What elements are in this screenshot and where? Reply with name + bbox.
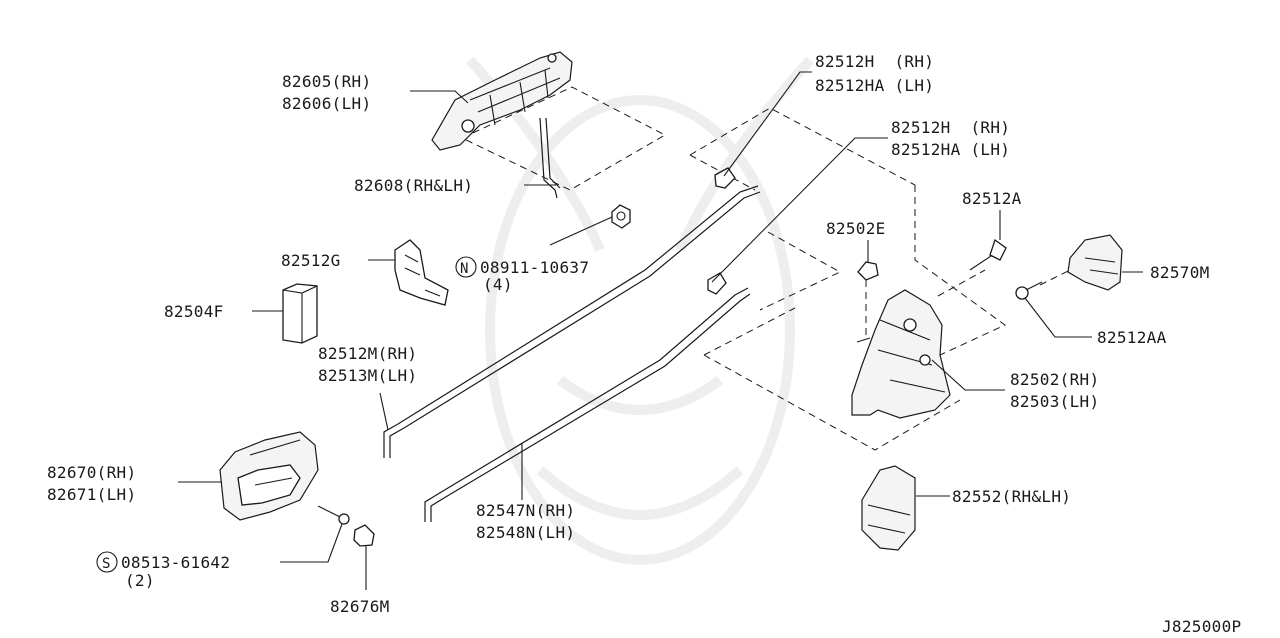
screw-symbol-icon: S — [96, 551, 118, 573]
svg-text:S: S — [102, 556, 111, 572]
label-actuator: 82552(RH&LH) — [952, 487, 1071, 506]
label-rod-clip-mid-lh: 82512HA (LH) — [891, 140, 1010, 159]
label-inner-handle-lh: 82671(LH) — [47, 485, 136, 504]
escutcheon — [353, 524, 375, 547]
label-rod-clip-upper-rh: 82512H (RH) — [815, 52, 934, 71]
label-nut-number: 08911-10637 — [480, 258, 589, 277]
diagram-code: J825000P — [1162, 617, 1241, 636]
label-striker-screw: 82512AA — [1097, 328, 1167, 347]
label-screw-qty: (2) — [125, 571, 155, 590]
label-rod-clip-upper-lh: 82512HA (LH) — [815, 76, 934, 95]
label-rod-m-lh: 82513M(LH) — [318, 366, 417, 385]
label-pad: 82504F — [164, 302, 224, 321]
leader-lines — [178, 71, 1143, 590]
label-rod-m-rh: 82512M(RH) — [318, 344, 417, 363]
door-lock-assembly — [851, 289, 951, 419]
label-screw-number: 08513-61642 — [121, 553, 230, 572]
svg-text:N: N — [460, 261, 469, 277]
label-lock-lh: 82503(LH) — [1010, 392, 1099, 411]
outside-door-handle — [431, 51, 573, 151]
door-lock-actuator — [861, 465, 916, 551]
nut-symbol-icon: N — [455, 256, 477, 278]
label-escutcheon: 82676M — [330, 597, 390, 616]
striker-screw — [1015, 281, 1043, 300]
grommet — [856, 261, 879, 343]
label-grommet: 82502E — [826, 219, 886, 238]
label-outer-handle-rh: 82605(RH) — [282, 72, 371, 91]
rod-m — [383, 185, 761, 458]
label-rod-n-rh: 82547N(RH) — [476, 501, 575, 520]
label-nut-qty: (4) — [483, 275, 513, 294]
label-handle-rod: 82608(RH&LH) — [354, 176, 473, 195]
label-inner-handle-rh: 82670(RH) — [47, 463, 136, 482]
label-striker: 82570M — [1150, 263, 1210, 282]
rod-clip-middle — [707, 272, 727, 295]
screw — [317, 505, 350, 525]
inside-door-handle — [219, 431, 319, 521]
label-rod-clip-mid-rh: 82512H (RH) — [891, 118, 1010, 137]
rod-n — [424, 287, 751, 522]
striker-bolt — [969, 238, 1007, 271]
label-rod-n-lh: 82548N(LH) — [476, 523, 575, 542]
label-outer-handle-lh: 82606(LH) — [282, 94, 371, 113]
rod-clip-g — [394, 239, 449, 306]
watermark-emblem — [466, 56, 814, 565]
pad-block — [282, 283, 318, 344]
rod-clip-upper — [714, 167, 736, 189]
callout-labels: 82605(RH) 82606(LH) 82608(RH&LH) 82512H … — [47, 52, 1241, 636]
striker — [1067, 234, 1123, 291]
hex-nut — [611, 204, 631, 229]
label-striker-bolt: 82512A — [962, 189, 1022, 208]
label-clip-g: 82512G — [281, 251, 341, 270]
label-lock-rh: 82502(RH) — [1010, 370, 1099, 389]
